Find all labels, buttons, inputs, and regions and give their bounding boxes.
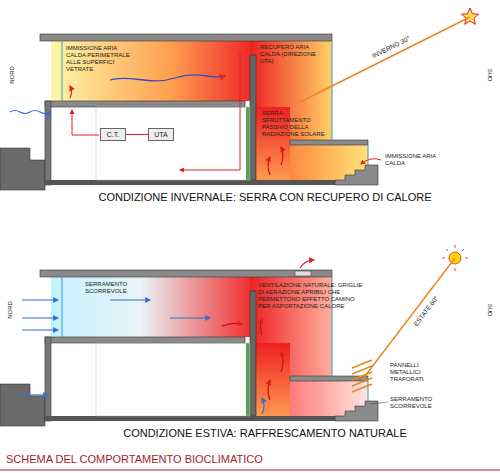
duct-connector (126, 134, 148, 135)
drawing-g (222, 260, 314, 400)
drawing-path (281, 147, 283, 165)
box-label: UTA (154, 131, 167, 138)
drawing-line (22, 329, 58, 330)
drawing-line (446, 249, 448, 251)
drawing-line (455, 245, 456, 248)
drawing-path (300, 260, 314, 268)
drawing-line (442, 258, 445, 259)
drawing-use (0, 34, 378, 190)
box-label: C.T. (107, 131, 119, 138)
drawing-path (10, 111, 50, 114)
drawing-path (72, 110, 99, 135)
drawing-g (0, 270, 378, 426)
note: SERRAMENTO SCORREVOLE (390, 396, 448, 410)
drawing-path (180, 52, 240, 170)
section-heading: CONDIZIONE INVERNALE: SERRA CON RECUPERO… (98, 191, 431, 204)
drawing-path (261, 319, 263, 335)
drawing-line (110, 299, 150, 300)
drawing-rect (51, 277, 250, 337)
orientation-label: SUD (487, 69, 494, 82)
drawing-rect (256, 343, 290, 416)
drawing-line (370, 402, 388, 404)
drawing-path (281, 352, 283, 372)
drawing-path (110, 75, 225, 81)
orientation-label: NORD (9, 66, 16, 84)
summer-section (0, 245, 468, 426)
drawing-g (352, 360, 372, 392)
drawing-line (22, 299, 58, 300)
drawing-line (462, 249, 464, 251)
drawing-line (362, 258, 455, 380)
diagram-title: SCHEMA DEL COMPORTAMENTO BIOCLIMATICO (6, 453, 263, 466)
drawing-path (262, 398, 264, 414)
note: RECUPERO ARIA CALDA (DIREZIONE UTA) (260, 44, 328, 65)
drawing-polygon (461, 8, 478, 24)
drawing-line (170, 317, 210, 318)
drawing-line (352, 384, 372, 392)
drawing-line (20, 394, 48, 395)
orientation-label: SUD (487, 304, 494, 317)
drawing-use (0, 270, 378, 426)
drawing-line (455, 268, 456, 271)
title-rule (0, 470, 500, 471)
drawing-line (465, 258, 468, 259)
drawing-path (361, 159, 381, 164)
equipment-box: C.T. (100, 128, 126, 141)
note: VENTILAZIONE NATURALE: GRIGLIE DI AERAZI… (258, 282, 368, 310)
drawing-line (22, 317, 58, 318)
drawing-path (222, 323, 242, 326)
drawing-rect (250, 41, 332, 140)
note: SERRAMENTO SCORREVOLE (85, 281, 140, 295)
note: IMMISSIONE ARIA CALDA PERIMETRALE ALLE S… (66, 45, 138, 73)
drawing-line (300, 17, 470, 102)
drawing-path (268, 157, 270, 175)
drawing-rect (51, 41, 250, 101)
note: SERRA: SFRUTTAMENTO PASSIVO DELLA RADIAZ… (262, 110, 328, 138)
drawing-rect (295, 271, 311, 276)
drawing-g (20, 300, 210, 395)
drawing-path (268, 380, 270, 400)
winter-section (0, 8, 479, 190)
note: PANNELLI METALLICI TRAFORATI (390, 362, 445, 383)
note: IMMISSIONE ARIA CALDA (385, 153, 440, 167)
equipment-box: UTA (148, 128, 174, 141)
section-heading: CONDIZIONE ESTIVA: RAFFRESCAMENTO NATURA… (123, 427, 407, 440)
drawing-path (70, 86, 72, 98)
orientation-label: NORD (7, 301, 14, 319)
sun-angle: ESTATE 60° (412, 294, 440, 327)
